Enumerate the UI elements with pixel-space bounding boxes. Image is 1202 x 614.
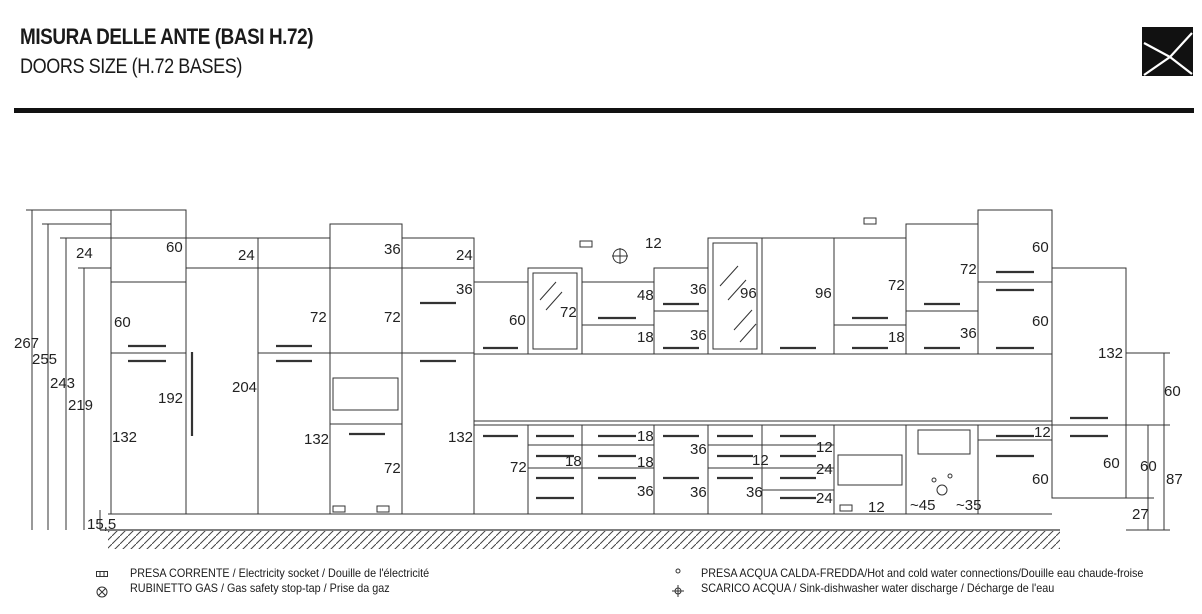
legend-water-label: PRESA ACQUA CALDA-FREDDA/Hot and cold wa… xyxy=(701,566,1144,580)
dim-24e: 24 xyxy=(816,490,833,507)
water-discharge-icon xyxy=(672,585,684,597)
gas-stop-tap-icon xyxy=(96,586,108,598)
dim-132a: 132 xyxy=(112,429,137,446)
dim-60e: 60 xyxy=(1032,313,1049,330)
dim-36d: 36 xyxy=(690,327,707,344)
dim-27: 27 xyxy=(1132,506,1149,523)
dim-60d: 60 xyxy=(1032,239,1049,256)
dim-45: ~45 xyxy=(910,497,935,514)
dim-60a: 60 xyxy=(166,239,183,256)
electricity-socket-icon xyxy=(332,505,346,513)
dim-192: 192 xyxy=(158,390,183,407)
dim-18b: 18 xyxy=(888,329,905,346)
dim-72b: 72 xyxy=(384,309,401,326)
dim-12e: 12 xyxy=(1034,424,1051,441)
dim-87: 87 xyxy=(1166,471,1183,488)
electricity-socket-icon xyxy=(579,240,593,248)
dim-132d: 132 xyxy=(1098,345,1123,362)
dim-72d: 72 xyxy=(560,304,577,321)
tall-unit-5 xyxy=(401,237,475,515)
page-subtitle: DOORS SIZE (H.72 BASES) xyxy=(20,55,242,78)
electricity-socket-icon xyxy=(376,505,390,513)
dim-18d: 18 xyxy=(565,453,582,470)
dim-18a: 18 xyxy=(637,329,654,346)
dim-24c: 24 xyxy=(456,247,473,264)
dim-60g: 60 xyxy=(1032,471,1049,488)
dim-204: 204 xyxy=(232,379,257,396)
dim-36h: 36 xyxy=(690,484,707,501)
dim-36c: 36 xyxy=(690,281,707,298)
dim-36g: 36 xyxy=(637,483,654,500)
electricity-socket-icon xyxy=(839,504,853,512)
dim-36a: 36 xyxy=(384,241,401,258)
dim-267: 267 xyxy=(14,335,39,352)
dim-60f: 60 xyxy=(1164,383,1181,400)
dim-243: 243 xyxy=(50,375,75,392)
dim-35: ~35 xyxy=(956,497,981,514)
dim-60h: 60 xyxy=(1103,455,1120,472)
dim-24d: 24 xyxy=(816,461,833,478)
dim-219: 219 xyxy=(68,397,93,414)
dim-96b: 96 xyxy=(815,285,832,302)
dim-18c: 18 xyxy=(637,428,654,445)
dim-36f: 36 xyxy=(690,441,707,458)
legend-socket-label: PRESA CORRENTE / Electricity socket / Do… xyxy=(130,566,430,580)
base-oven xyxy=(837,454,903,486)
electricity-socket-icon xyxy=(863,217,877,225)
dim-36b: 36 xyxy=(456,281,473,298)
brand-logo-icon xyxy=(1142,27,1193,76)
dim-132b: 132 xyxy=(304,431,329,448)
dim-12d: 12 xyxy=(868,499,885,516)
water-connection-icon xyxy=(931,477,937,483)
tall-unit-3 xyxy=(257,237,331,515)
legend-gas-label: RUBINETTO GAS / Gas safety stop-tap / Pr… xyxy=(130,581,390,595)
dim-24b: 24 xyxy=(238,247,255,264)
dim-24a: 24 xyxy=(76,245,93,262)
water-connection-icon xyxy=(675,568,681,574)
dim-96a: 96 xyxy=(740,285,757,302)
dim-12b: 12 xyxy=(816,439,833,456)
dim-15-5: 15,5 xyxy=(87,516,116,533)
dim-132c: 132 xyxy=(448,429,473,446)
dim-72f: 72 xyxy=(888,277,905,294)
tall-unit-2 xyxy=(185,237,259,515)
dim-60b: 60 xyxy=(114,314,131,331)
dim-12c: 12 xyxy=(752,452,769,469)
electricity-socket-icon xyxy=(96,571,108,577)
dim-72g: 72 xyxy=(960,261,977,278)
water-connection-icon xyxy=(947,473,953,479)
legend-discharge-label: SCARICO ACQUA / Sink-dishwasher water di… xyxy=(701,581,1055,595)
dim-255: 255 xyxy=(32,351,57,368)
side-tall-unit xyxy=(1051,267,1127,499)
dim-36e: 36 xyxy=(960,325,977,342)
dim-12a: 12 xyxy=(645,235,662,252)
sink-bowl xyxy=(917,429,971,455)
header-divider xyxy=(14,108,1194,113)
dim-18e: 18 xyxy=(637,454,654,471)
dim-72c: 72 xyxy=(384,460,401,477)
dim-60c: 60 xyxy=(509,312,526,329)
tall-oven xyxy=(332,377,399,411)
dim-48: 48 xyxy=(637,287,654,304)
floor-hatch xyxy=(108,531,1060,549)
page-title: MISURA DELLE ANTE (BASI H.72) xyxy=(20,24,314,49)
dim-72e: 72 xyxy=(510,459,527,476)
dim-60i: 60 xyxy=(1140,458,1157,475)
dim-36i: 36 xyxy=(746,484,763,501)
water-discharge-icon xyxy=(936,484,948,496)
dim-72a: 72 xyxy=(310,309,327,326)
